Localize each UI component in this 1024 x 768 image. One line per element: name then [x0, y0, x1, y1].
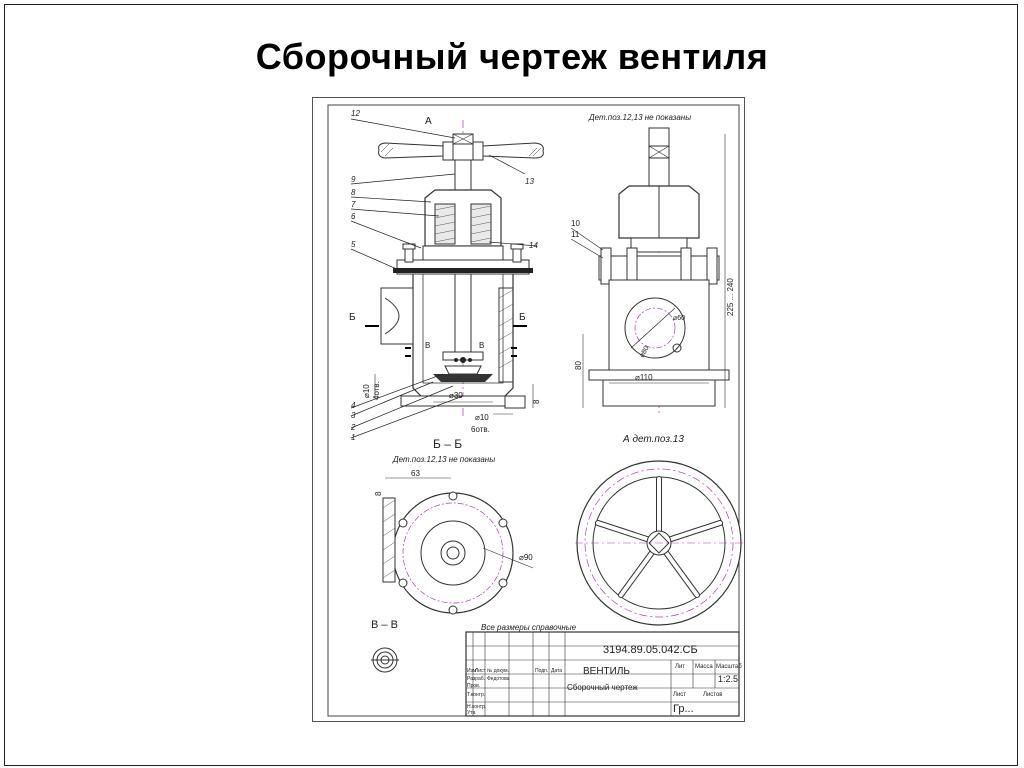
dim-h8: 8: [532, 399, 541, 404]
cut-b-right: Б: [519, 312, 526, 323]
sheets-label: Листов: [703, 692, 723, 698]
section-bb-label: Б – Б: [433, 437, 462, 451]
role-utv: Утв.: [467, 710, 477, 716]
cut-v-left: В: [425, 341, 430, 350]
drawing-sheet: 12 9 8 7 6 5 4 3 2 1 13 14 А Б Б В В ⌀10…: [312, 97, 745, 722]
view-a-handwheel: А дет.поз.13: [575, 434, 743, 626]
bonnet-nut: [424, 189, 502, 247]
leader-11: 11: [571, 230, 580, 239]
note-section: Дет.поз.12,13 не показаны: [392, 455, 495, 464]
note-refs: Все размеры справочные: [481, 623, 577, 632]
hdr-list: Лист: [475, 668, 487, 674]
dim-d110: ⌀110: [635, 373, 653, 382]
note-top: Дет.поз.12,13 не показаны: [588, 113, 691, 122]
role-tkontr: Т.контр.: [467, 692, 485, 698]
col-scale: Масштаб: [716, 664, 742, 670]
leader-9: 9: [351, 175, 356, 184]
col-mass: Масса: [695, 664, 713, 670]
dim-h225: 225 ... 240: [726, 278, 735, 316]
leader-14: 14: [529, 241, 538, 250]
leader-7: 7: [351, 200, 356, 209]
slide-title: Сборочный чертеж вентиля: [255, 36, 769, 77]
dim-d90: ⌀90: [519, 553, 533, 562]
hdr-izm: Изм: [467, 668, 477, 674]
role-nkontr: Н.контр.: [467, 704, 486, 710]
valve-body: [380, 274, 526, 409]
dim-h80: 80: [574, 361, 583, 370]
leader-2: 2: [350, 423, 356, 432]
doc-type: Сборочный чертеж: [567, 683, 638, 692]
leader-4: 4: [351, 401, 356, 410]
leader-6: 6: [351, 212, 356, 221]
dim-d30: ⌀30: [449, 391, 463, 400]
body-flange: [393, 243, 533, 275]
front-section-view: 12 9 8 7 6 5 4 3 2 1 13 14 А Б Б В В ⌀10…: [349, 109, 544, 442]
scale-value: 1:2.5: [718, 674, 738, 684]
leader-8: 8: [351, 188, 356, 197]
slide-frame: [4, 4, 1018, 766]
leader-1: 1: [351, 433, 355, 442]
title-block: 3194.89.05.042.СБ ВЕНТИЛЬ Сборочный черт…: [465, 631, 742, 717]
product-name: ВЕНТИЛЬ: [583, 666, 630, 677]
developer-name: Федотова: [487, 676, 510, 682]
leader-5: 5: [351, 240, 356, 249]
side-view: Дет.поз.12,13 не показаны 10 11 80 ⌀110: [570, 113, 735, 416]
doc-number: 3194.89.05.042.СБ: [603, 644, 698, 656]
section-vv-label: В – В: [371, 619, 398, 631]
assembly-drawing: 12 9 8 7 6 5 4 3 2 1 13 14 А Б Б В В ⌀10…: [327, 104, 743, 717]
dim-d10-left: ⌀10: [362, 384, 371, 398]
dim-w63: 63: [411, 469, 420, 478]
role-razrab: Разраб.: [467, 676, 485, 682]
leader-10: 10: [571, 219, 580, 228]
section-vv-view: В – В: [371, 619, 399, 673]
dim-d10-bottom: ⌀10: [475, 413, 489, 422]
handwheel-front: [378, 133, 544, 161]
cut-b-left: Б: [349, 312, 356, 323]
dim-d10-left-holes: 4отв.: [372, 381, 381, 400]
dim-d10-bottom-holes: 6отв.: [471, 425, 490, 434]
leader-13: 13: [525, 177, 534, 186]
leader-3: 3: [351, 411, 356, 420]
view-a-title: А дет.поз.13: [622, 434, 684, 445]
dim-h8b: 8: [374, 491, 383, 496]
group-value: Гр...: [673, 703, 694, 715]
col-lit: Лит: [675, 664, 685, 670]
sheet-label: Лист: [673, 692, 686, 698]
leader-lines: [350, 118, 538, 439]
leader-12: 12: [351, 109, 360, 118]
hdr-date: Дата: [551, 668, 562, 674]
view-a-marker: А: [425, 116, 432, 127]
hdr-doc: № докум.: [487, 668, 509, 674]
hdr-sign: Подп.: [535, 668, 548, 674]
dim-d60: ⌀60: [673, 315, 685, 322]
section-bb-view: Б – Б Дет.поз.12,13 не показаны 63 8 ⌀90: [374, 437, 533, 615]
cut-v-right: В: [479, 341, 484, 350]
role-prov: Пров.: [467, 683, 480, 689]
